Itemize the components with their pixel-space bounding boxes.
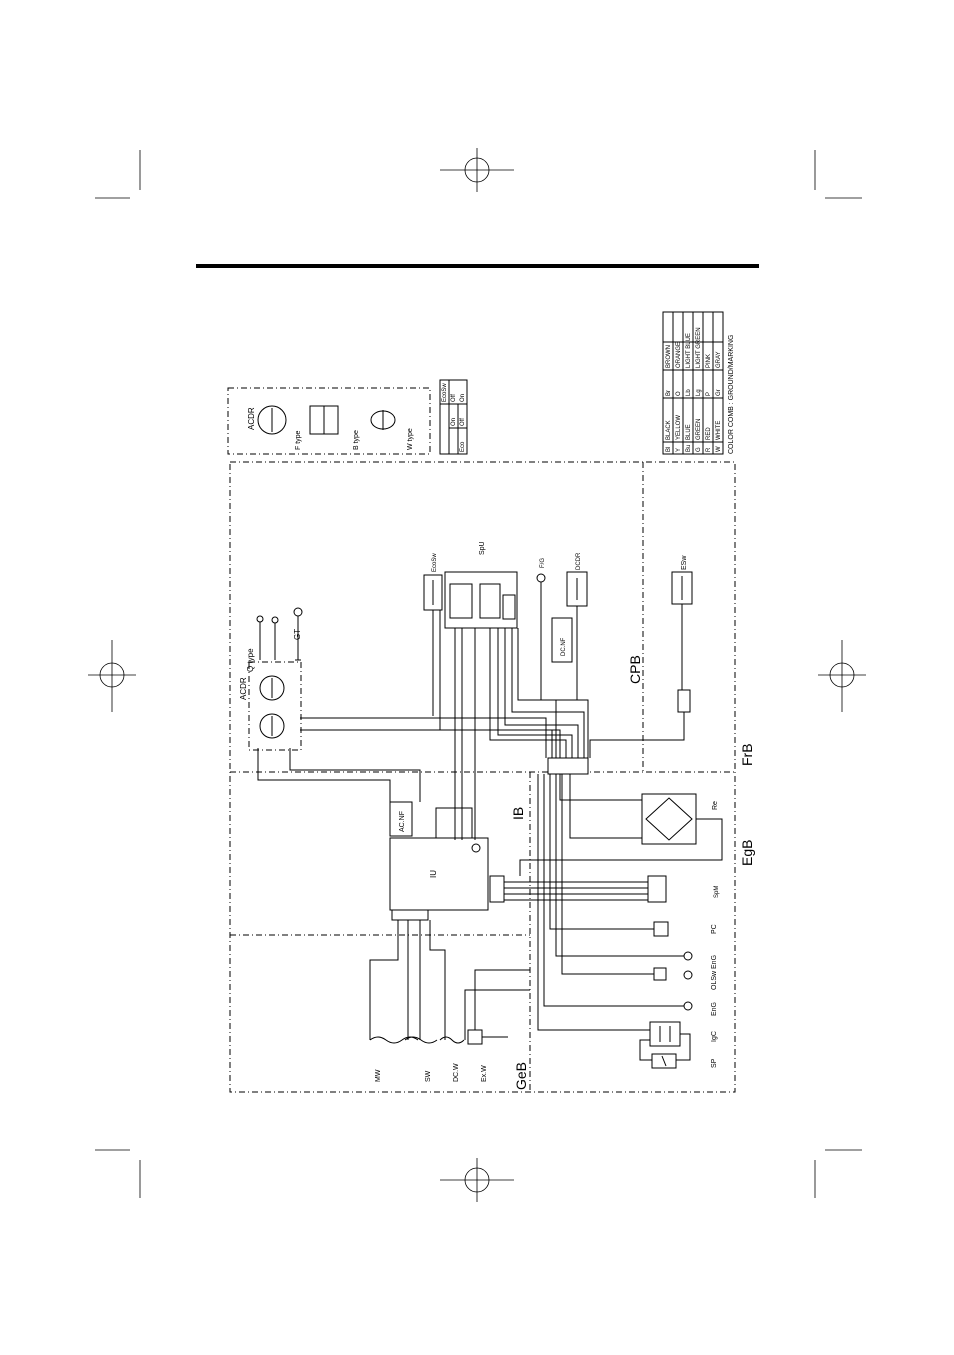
- gt-label: GT: [293, 629, 302, 640]
- spark-plug: SP: [651, 1053, 718, 1069]
- eco-table-row-label: Eco: [460, 441, 466, 452]
- registration-mark-right: [818, 640, 866, 712]
- windings: MW SW DC.W Ex.W: [369, 1029, 488, 1082]
- color-legend-cell: Lg: [696, 389, 702, 396]
- color-legend-cell: RED: [706, 427, 712, 440]
- color-legend-cell: O: [676, 391, 682, 396]
- iu-label: IU: [429, 870, 438, 878]
- region-label-geb: GeB: [513, 1062, 529, 1090]
- color-legend-cell: Br: [666, 390, 672, 396]
- esw-label: ESw: [681, 555, 688, 570]
- eco-table-cell: On: [460, 394, 466, 402]
- spu-label: SpU: [479, 541, 486, 555]
- color-legend-cell: R: [706, 447, 712, 452]
- color-legend-cell: GRAY: [716, 351, 722, 368]
- color-legend-cell: BLUE: [686, 424, 692, 440]
- color-legend-cell: LIGHT BLUE: [686, 333, 692, 368]
- region-label-egb: EgB: [739, 840, 755, 866]
- spm-label: SpM: [714, 886, 720, 898]
- eco-table-cell: Off: [460, 418, 466, 426]
- eng: EnG: [683, 1001, 718, 1016]
- color-legend-cell: PINK: [706, 354, 712, 368]
- pc: PC: [653, 921, 718, 937]
- connector-block: [677, 689, 691, 713]
- region-label-frb: FrB: [739, 743, 755, 766]
- fg-terminal: F/G: [536, 558, 546, 600]
- iu-unit: IU: [389, 807, 505, 921]
- rectifier: Re: [641, 793, 719, 845]
- header-rule: [196, 264, 759, 268]
- color-legend-cell: Bu: [686, 445, 692, 452]
- dc-nf-label: DC.NF: [561, 637, 567, 656]
- color-legend-cell: WHITE: [716, 421, 722, 440]
- eco-table-cell: Off: [451, 394, 457, 402]
- spm: SpM: [647, 875, 720, 903]
- region-label-cpb: CPB: [627, 655, 643, 684]
- color-legend-cell: BROWN: [666, 345, 672, 368]
- re-label: Re: [712, 801, 719, 810]
- crop-marks: [95, 150, 862, 1198]
- sw-label: SW: [425, 1070, 432, 1082]
- eco-table-cell: On: [451, 418, 457, 426]
- dcw-label: DC.W: [453, 1063, 460, 1082]
- color-legend-cell: Gr: [716, 389, 722, 396]
- color-legend-cell: GREEN: [696, 419, 702, 440]
- color-legend-cell: Lb: [686, 389, 692, 396]
- igc-label: IgC: [711, 1031, 718, 1042]
- ecosw-label: EcoSw: [432, 553, 438, 572]
- eco-switch: EcoSw: [423, 553, 443, 611]
- spu: SpU: [444, 541, 518, 629]
- acdr-legend-title: ACDR: [247, 407, 256, 430]
- color-legend-cell: ORANGE: [676, 342, 682, 368]
- color-legend-cell: LIGHT GREEN: [696, 327, 702, 368]
- fg-label: F/G: [540, 558, 546, 568]
- acdr-f-type-label: F type: [295, 430, 302, 450]
- registration-mark-top: [440, 148, 514, 192]
- dc-nf: DC.NF: [551, 617, 573, 663]
- eco-table-header: EcoSw: [442, 383, 448, 402]
- color-legend-note: COLOR COMB : GROUND/MARKING: [728, 335, 735, 454]
- acdr-q-type: ACDR Q type GT: [239, 607, 303, 751]
- color-legend-cell: W: [716, 446, 722, 452]
- pc-label: PC: [711, 924, 718, 934]
- color-legend-cell: Y: [676, 448, 682, 452]
- region-label-ib: IB: [510, 807, 526, 820]
- acdr-b-type-label: B type: [353, 430, 360, 450]
- color-legend-cell: Bl: [666, 447, 672, 452]
- region-boundaries: [227, 387, 736, 1093]
- dcdr-label: DCDR: [576, 552, 582, 570]
- mw-label: MW: [375, 1069, 382, 1082]
- olsw-eng: OLSw EnG: [653, 951, 718, 990]
- color-legend-cell: YELLOW: [676, 415, 682, 440]
- color-legend-cell: BLACK: [666, 420, 672, 440]
- olsw-eng-label: OLSw EnG: [711, 955, 718, 990]
- connector-block: [547, 757, 589, 775]
- ac-nf-label: AC.NF: [399, 811, 406, 832]
- dcdr: DCDR: [566, 552, 588, 607]
- color-legend-table: Bl BLACK Br BROWN Y YELLOW O ORANGE Bu BLUE Lb LIGH…: [662, 311, 735, 455]
- acdr-w-type-label: W type: [407, 428, 414, 450]
- acdr-label: ACDR: [239, 677, 248, 700]
- sp-label: SP: [711, 1058, 718, 1068]
- esw: ESw: [671, 555, 693, 605]
- eco-switch-table: EcoSw Eco On Off Off On: [439, 379, 468, 455]
- acdr-legend: ACDR F type B type W type: [247, 405, 414, 450]
- registration-mark-bottom: [440, 1158, 514, 1202]
- color-legend-cell: G: [696, 447, 702, 452]
- registration-mark-left: [88, 640, 136, 712]
- q-type-label: Q type: [246, 648, 255, 672]
- exw-label: Ex.W: [481, 1065, 488, 1082]
- ac-nf: AC.NF: [389, 801, 413, 837]
- color-legend-cell: P: [706, 392, 712, 396]
- wiring: [257, 600, 723, 1061]
- eng-label: EnG: [711, 1002, 718, 1016]
